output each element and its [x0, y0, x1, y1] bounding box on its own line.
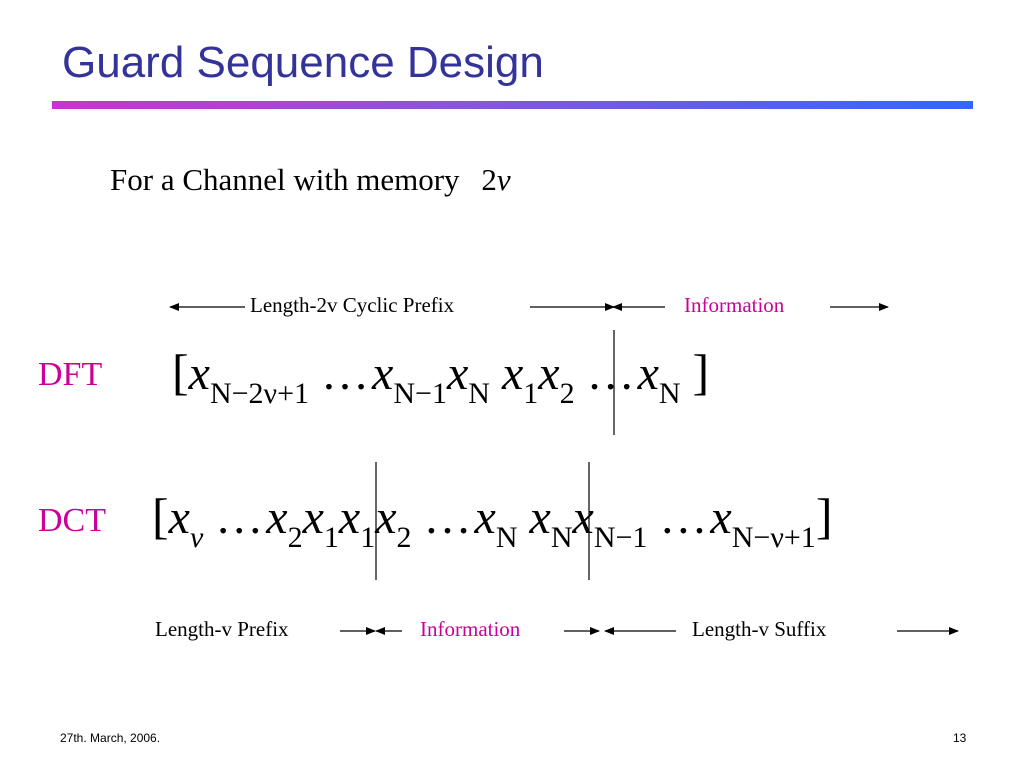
dct-close-bracket: ] — [815, 488, 833, 544]
dct-prefix-annotation: Length-v Prefix — [155, 617, 289, 641]
dct-x1: x — [168, 491, 190, 544]
dft-sub5: 2 — [559, 377, 575, 410]
dct-sub2: 2 — [287, 521, 303, 554]
dct-x7: x — [529, 491, 551, 544]
memory-number: 2 — [481, 162, 497, 197]
slide-title: Guard Sequence Design — [62, 38, 544, 87]
dct-dots2: … — [423, 491, 475, 544]
footer-date: 27th. March, 2006. — [60, 731, 161, 745]
dct-sub6: N — [495, 521, 518, 554]
dct-x6: x — [474, 491, 496, 544]
dft-dots2: … — [586, 347, 638, 400]
dct-sub1: ν — [189, 521, 204, 554]
dft-label: DFT — [38, 356, 103, 393]
dct-x2: x — [266, 491, 288, 544]
dft-equation: [xN−2ν+1 …xN−1xN x1x2 …xN ] — [172, 343, 710, 409]
dft-prefix-annotation: Length-2v Cyclic Prefix — [250, 293, 455, 317]
dct-dots3: … — [659, 491, 711, 544]
dct-sub9: N−ν+1 — [731, 521, 816, 554]
dct-sub7: N — [550, 521, 573, 554]
dct-x5: x — [375, 491, 397, 544]
dft-x5: x — [538, 347, 560, 400]
dft-sub4: 1 — [523, 377, 539, 410]
dct-info-annotation: Information — [420, 617, 521, 641]
dct-sub8: N−1 — [593, 521, 648, 554]
dft-sub1: N−2ν+1 — [209, 377, 310, 410]
dft-dots1: … — [321, 347, 373, 400]
dft-info-annotation: Information — [684, 293, 785, 317]
dft-sub6: N — [658, 377, 681, 410]
dft-close-bracket: ] — [692, 344, 710, 400]
dct-sub3: 1 — [323, 521, 339, 554]
dft-x3: x — [446, 347, 469, 400]
dft-x4: x — [501, 347, 524, 400]
memory-variable: ν — [496, 162, 511, 197]
footer-page-number: 13 — [953, 731, 967, 745]
dft-open-bracket: [ — [172, 344, 189, 400]
dct-sub4: 1 — [360, 521, 376, 554]
dft-x1: x — [188, 347, 210, 400]
title-underline — [52, 101, 973, 109]
dft-sub2: N−1 — [393, 377, 447, 410]
dct-equation: [xν …x2x1x1x2 …xN xNxN−1 …xN−ν+1] — [152, 487, 833, 553]
dft-x2: x — [372, 347, 394, 400]
dft-x6: x — [637, 347, 659, 400]
dft-sub3: N — [468, 377, 490, 410]
dct-x4: x — [338, 491, 361, 544]
dct-x3: x — [302, 491, 324, 544]
memory-expression: 2ν — [481, 162, 510, 197]
dct-open-bracket: [ — [152, 488, 169, 544]
dct-x9: x — [710, 491, 732, 544]
dct-dots1: … — [215, 491, 267, 544]
intro-line: For a Channel with memory 2ν — [110, 162, 511, 198]
dct-x8: x — [572, 491, 594, 544]
intro-text: For a Channel with memory — [110, 162, 460, 197]
dct-label: DCT — [38, 502, 106, 539]
dct-suffix-annotation: Length-v Suffix — [692, 617, 827, 641]
dct-sub5: 2 — [396, 521, 412, 554]
